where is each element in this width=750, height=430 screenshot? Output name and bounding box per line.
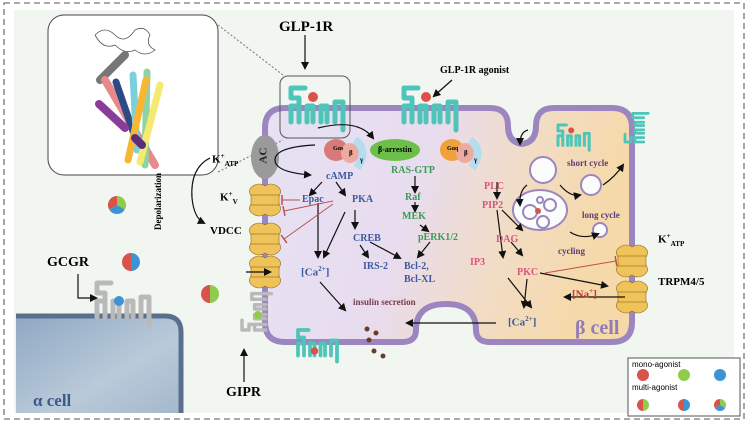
gbeta-label-2: β <box>464 149 468 157</box>
rasgtp-label: RAS-GTP <box>391 165 435 176</box>
short-cycle-label: short cycle <box>567 158 609 168</box>
na-label: [Na+] <box>572 287 597 301</box>
inhibition-lines <box>280 195 618 274</box>
agonist-glp-gcg <box>122 253 140 271</box>
ca-left-close: ] <box>325 266 330 279</box>
katp-sub: ATP <box>224 159 239 168</box>
gcgr-label: GCGR <box>47 255 89 270</box>
katp-channel-left <box>248 183 282 217</box>
glp1r-receptor-2 <box>404 88 456 130</box>
katp-channel-right <box>615 244 649 278</box>
pathway-arrows <box>77 35 625 382</box>
trpm-label: TRPM4/5 <box>658 276 705 288</box>
kv-label: K+V <box>220 190 238 206</box>
na-text: [Na <box>572 288 590 301</box>
katp-right-sub: ATP <box>670 239 685 248</box>
ca-right-label: [Ca2+] <box>508 315 537 329</box>
pka-label: PKA <box>352 194 374 205</box>
epac-label: Epac <box>302 194 324 205</box>
ca-left-sup: 2+ <box>318 265 326 273</box>
gas-protein <box>324 136 367 171</box>
legend-mono-label: mono-agonist <box>632 360 681 369</box>
insulin-granules <box>364 326 386 359</box>
gipr-ligand <box>254 311 262 319</box>
plc-label: PLC <box>484 181 504 192</box>
creb-label: CREB <box>353 233 381 244</box>
gas-label: Gαs <box>333 146 344 152</box>
beta-arrestin <box>370 139 420 161</box>
cycling-label: cycling <box>558 246 585 256</box>
legend-multi-dots <box>637 399 727 412</box>
gaq-label: Gαq <box>447 146 459 152</box>
kv-channel <box>248 222 282 256</box>
ggamma-label-2: γ <box>474 156 478 164</box>
glp1r-agonist-label: GLP-1R agonist <box>440 65 510 76</box>
gcgr-receptor <box>97 283 149 325</box>
perk-label: pERK1/2 <box>418 232 459 243</box>
katp-right-label: K+ATP <box>658 232 685 248</box>
alpha-cell <box>16 313 184 413</box>
agonist-glp-gip <box>201 285 219 303</box>
kv-plus: + <box>228 190 233 198</box>
kv-k: K <box>220 191 229 204</box>
ac-label: AC <box>257 147 270 164</box>
kv-sub: V <box>232 197 238 206</box>
camp-label: cAMP <box>326 171 354 182</box>
dag-label: DAG <box>496 234 519 245</box>
glp1r-receptor-bottom <box>296 328 339 364</box>
pkc-label: PKC <box>517 267 539 278</box>
irs2-label: IRS-2 <box>363 261 389 272</box>
ca-right-close: ] <box>532 316 537 329</box>
agonist-tri <box>107 196 127 215</box>
ca-right-text: [Ca <box>508 316 526 329</box>
na-close: ] <box>593 288 597 301</box>
insulin-secretion-label: insulin secretion <box>353 297 416 307</box>
pip2-label: PIP2 <box>482 200 504 211</box>
structure-inset <box>47 14 284 176</box>
vdcc-label: VDCC <box>210 225 242 237</box>
glp1r-label: GLP-1R <box>279 19 334 35</box>
raf-label: Raf <box>405 192 421 203</box>
adenylyl-cyclase <box>251 135 279 179</box>
depolarization-label: Depolarization <box>153 173 163 230</box>
katp-right-k: K <box>658 233 667 246</box>
gaq-protein <box>440 136 482 171</box>
gbeta-label-1: β <box>349 149 353 157</box>
beta-cell-label: β cell <box>575 317 620 339</box>
bcl2-label: Bcl-2, <box>404 261 429 272</box>
na-sup: + <box>589 287 594 295</box>
ca-left-label: [Ca2+] <box>301 265 330 279</box>
katp-k: K <box>212 153 221 166</box>
legend-multi-label: multi-agonist <box>632 383 678 392</box>
ip3-label: IP3 <box>470 257 485 268</box>
alpha-cell-label: α cell <box>33 391 72 410</box>
legend-mono-dots <box>637 369 726 381</box>
ca-right-sup: 2+ <box>525 315 533 323</box>
glp1r-receptor-endocytosed <box>556 123 591 152</box>
long-cycle-label: long cycle <box>582 210 620 220</box>
katp-plus: + <box>220 152 225 160</box>
glp1r-receptor-1 <box>291 88 343 130</box>
outer-frame <box>3 2 745 420</box>
mek-label: MEK <box>402 211 426 222</box>
bclxl-label: Bcl-XL <box>404 274 436 285</box>
gipr-label: GIPR <box>226 385 261 400</box>
beta-arrestin-label: β-arrestin <box>378 145 412 154</box>
receptor-highlight-box <box>279 75 351 139</box>
katp-right-plus: + <box>666 232 671 240</box>
ggamma-label-1: γ <box>360 156 364 164</box>
ca-left-text: [Ca <box>301 266 319 279</box>
katp-left-label: K+ATP <box>212 152 239 168</box>
